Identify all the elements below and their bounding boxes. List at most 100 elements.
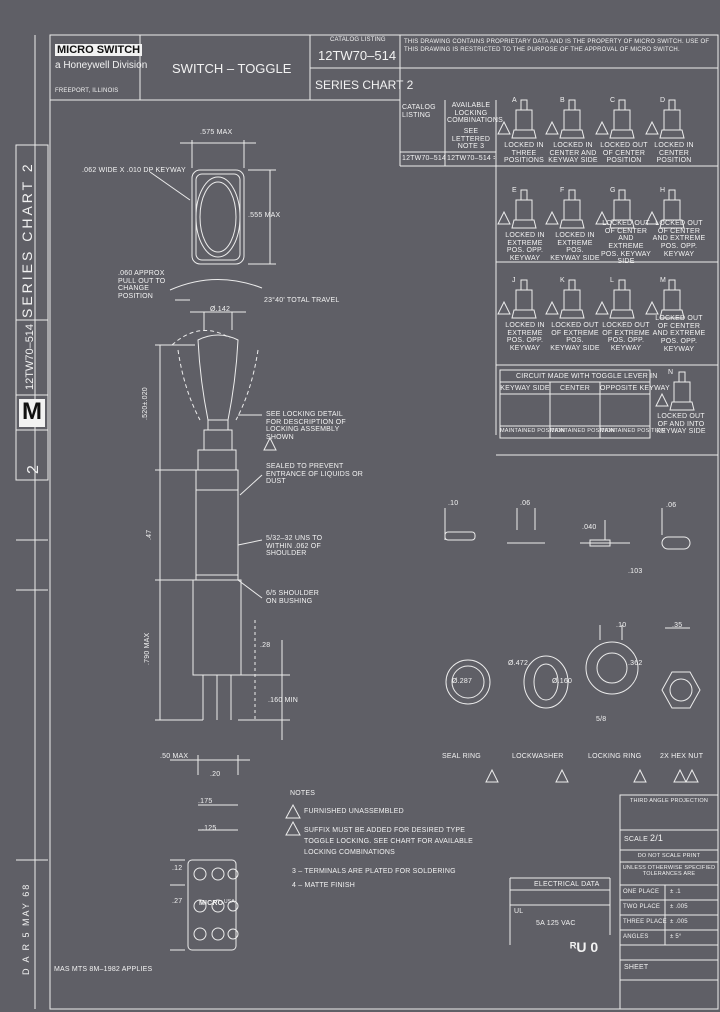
spec-note: MAS MTS 8M–1982 APPLIES (54, 966, 153, 973)
proprietary-note: THIS DRAWING CONTAINS PROPRIETARY DATA A… (404, 39, 710, 54)
combination-letter: D (660, 97, 666, 104)
callout-shoulder: 6/5 SHOULDER ON BUSHING (266, 590, 319, 605)
combination-text: LOCKED IN THREE POSITIONS (504, 142, 544, 165)
dim-keyway: .062 WIDE X .010 DP KEYWAY (82, 167, 186, 174)
combination-letter: G (610, 187, 616, 194)
dim-top-height: .555 MAX (248, 212, 281, 219)
terminal-label-usa: USA (224, 899, 235, 905)
combination-letter: K (560, 277, 565, 284)
note-3: 3 – TERMINALS ARE PLATED FOR SOLDERING (292, 868, 456, 875)
callout-thread: 5/32–32 UNS TO WITHIN .062 OF SHOULDER (266, 535, 323, 558)
hardware-views (444, 508, 701, 783)
chart-row-label: 12TW70–514 (402, 155, 447, 162)
circuit-footer: MAINTAINED POSITION (550, 428, 616, 434)
combination-letter: L (610, 277, 615, 284)
dim-travel: 23°40' TOTAL TRAVEL (264, 297, 340, 304)
scale-label: SCALE (624, 836, 648, 843)
combination-letter: M (660, 277, 667, 284)
hex-nut-label: 2X HEX NUT (660, 753, 704, 760)
electrical-line-1: UL (514, 908, 524, 915)
dim-bottom-h: .12 (172, 865, 183, 872)
tolerance-row-value: ± .005 (670, 904, 688, 910)
chart-row-value: 12TW70–514 = SEALED (447, 155, 495, 162)
hw-dim-1: .10 (448, 500, 459, 507)
locking-ring-label: LOCKING RING (588, 753, 642, 760)
lockwasher-dim: Ø.472 (508, 660, 529, 667)
scale-value: 2/1 (650, 833, 664, 843)
hex-nut-dim2: 5/8 (596, 716, 607, 723)
dim-base-width: .50 MAX (160, 753, 189, 760)
electrical-line-2: 5A 125 VAC (536, 920, 576, 927)
dim-side-c: .125 (202, 825, 217, 832)
seal-ring-label: SEAL RING (442, 753, 481, 760)
company-division: a Honeywell Division (55, 60, 148, 71)
combination-letter: N (668, 369, 674, 376)
seal-ring-dim: Ø.287 (452, 678, 473, 685)
seal-ring-outer (445, 659, 491, 705)
circuit-footer: MAINTAINED POSITION (600, 428, 666, 434)
switch-side-view (155, 279, 290, 740)
combination-text: LOCKED IN EXTREME POS. KEYWAY SIDE (550, 232, 600, 263)
side-date: D A R 5 MAY 68 (21, 882, 31, 975)
combination-text: LOCKED IN CENTER POSITION (654, 142, 694, 165)
drawing-title: SWITCH – TOGGLE (172, 61, 292, 76)
dim-terminal-len: .28 (260, 642, 271, 649)
dim-lever-dia: Ø.142 (210, 306, 231, 313)
chart-combinations-label: AVAILABLE LOCKING COMBINATIONS (447, 102, 503, 125)
switch-bottom-view (170, 755, 250, 951)
hw-dim-3: .040 (582, 524, 597, 531)
series-chart-title: SERIES CHART 2 (315, 78, 414, 92)
combination-text: LOCKED OUT OF CENTER AND EXTREME POS. OP… (652, 220, 706, 258)
combination-text: LOCKED OUT OF EXTREME POS. KEYWAY SIDE (550, 322, 600, 353)
notes-header: NOTES (290, 790, 316, 797)
note-4: 4 – MATTE FINISH (292, 882, 355, 889)
hw-dim-5: .103 (628, 568, 643, 575)
circuit-column: CENTER (560, 385, 590, 392)
tolerance-row-label: THREE PLACE (623, 919, 667, 925)
combination-text: LOCKED IN EXTREME POS. OPP. KEYWAY (505, 232, 545, 263)
part-number: 12TW70–514 (318, 48, 397, 63)
dim-side-b: .175 (198, 798, 213, 805)
circuit-table-frame (499, 369, 651, 439)
combination-letter: A (512, 97, 517, 104)
chart-catalog-label: CATALOG LISTING (402, 104, 436, 119)
sheet-label: SHEET (624, 964, 649, 971)
dim-lever-len: .520±.020 (142, 387, 149, 420)
catalog-listing-label: CATALOG LISTING (330, 37, 386, 43)
dim-side-a: .20 (210, 771, 221, 778)
combination-text: LOCKED IN CENTER AND KEYWAY SIDE (548, 142, 598, 165)
combination-text: LOCKED OUT OF CENTER POSITION (600, 142, 648, 165)
chart-note-label: SEE LETTERED NOTE 3 (451, 128, 491, 151)
ul-mark: ᴿU 0 (570, 939, 599, 955)
combination-letter: J (512, 277, 516, 284)
side-code: M (19, 398, 45, 427)
combination-text: LOCKED OUT OF CENTER AND EXTREME POS. OP… (652, 315, 706, 353)
hw-dim-2: .06 (520, 500, 531, 507)
note-1: FURNISHED UNASSEMBLED (304, 808, 404, 815)
combination-letter: H (660, 187, 666, 194)
combination-letter: C (610, 97, 616, 104)
lockwasher-label: LOCKWASHER (512, 753, 564, 760)
combination-letter: F (560, 187, 565, 194)
tolerance-block (619, 794, 719, 1010)
dim-bushing-len: .47 (146, 529, 153, 540)
circuit-column: KEYWAY SIDE (500, 385, 550, 392)
locking-ring-dim2: .362 (628, 660, 643, 667)
drawing-border (49, 34, 719, 1010)
combination-icons (497, 99, 695, 411)
projection-label: THIRD ANGLE PROJECTION (629, 798, 709, 804)
tolerance-row-label: TWO PLACE (623, 904, 661, 910)
switch-top-view (149, 140, 276, 265)
dim-terminal-min: .160 MIN (268, 697, 298, 704)
terminal-label: MICRO (199, 900, 224, 907)
circuit-footer: MAINTAINED POSITION (500, 428, 566, 434)
tolerance-row-value: ± .005 (670, 919, 688, 925)
circuit-column: OPPOSITE KEYWAY (600, 385, 670, 392)
side-series: SERIES CHART 2 (19, 161, 35, 318)
side-catalog: 12TW70–514 (24, 323, 36, 390)
locking-ring-dim: .10 (616, 622, 627, 629)
lockwasher-dim2: Ø.160 (552, 678, 573, 685)
tolerance-header: UNLESS OTHERWISE SPECIFIED TOLERANCES AR… (622, 865, 716, 878)
tolerance-row-label: ANGLES (623, 934, 649, 940)
